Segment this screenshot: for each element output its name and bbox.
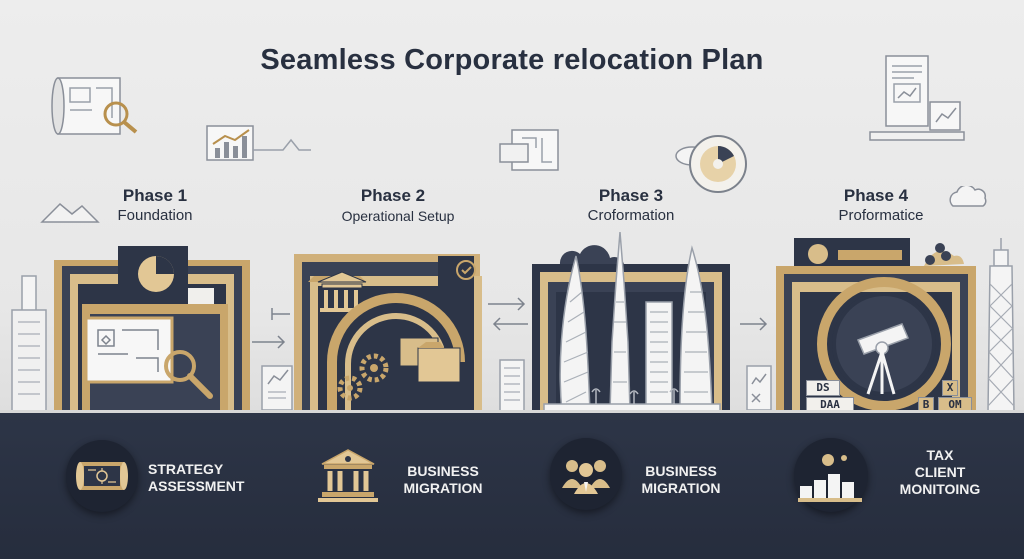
- tiles-left-group: DS DAA: [806, 380, 858, 414]
- blueprint-search-icon: [51, 77, 138, 135]
- step-1-icon-circle: [66, 440, 138, 512]
- step-4-icon-circle: [794, 438, 868, 512]
- line-chart-icon: [206, 125, 311, 161]
- phase-3-title: Phase 3: [598, 186, 664, 205]
- step-2-line2: MIGRATION: [403, 480, 483, 496]
- tile-daa: DAA: [806, 397, 854, 413]
- report-document-icon: [869, 55, 965, 141]
- step-3-label: BUSINESS MIGRATION: [636, 463, 726, 497]
- connector-arrow-1b: [271, 308, 290, 320]
- dashboard-icon: [798, 454, 862, 502]
- tile-x: X: [942, 380, 958, 396]
- blueprint-icon: [76, 462, 128, 490]
- left-tower-icon: [11, 275, 47, 413]
- tile-ds: DS: [806, 380, 840, 396]
- cloud-icon: [949, 186, 987, 207]
- phase-3-subtitle: Croformation: [587, 207, 675, 224]
- building-sketch-icon: [499, 359, 525, 412]
- floorplan-icon: [499, 129, 559, 171]
- phase-4-subtitle: Proformatice: [838, 207, 924, 224]
- step-2-line1: BUSINESS: [407, 463, 479, 479]
- mountain-sketch-icon: [40, 202, 100, 223]
- step-1-line2: ASSESSMENT: [148, 478, 245, 494]
- step-2-icon-circle: [312, 438, 384, 510]
- phase-1-subtitle: Foundation: [117, 207, 193, 224]
- chart-board-icon: [261, 365, 293, 411]
- step-3-line1: BUSINESS: [645, 463, 717, 479]
- connector-arrow-3: [740, 317, 768, 331]
- step-3-line2: MIGRATION: [641, 480, 721, 496]
- team-icon: [562, 460, 610, 494]
- phase-1-title: Phase 1: [122, 186, 188, 205]
- connector-arrow-1: [252, 335, 286, 349]
- phase-1-panel: [54, 246, 250, 416]
- tile-om: OM: [938, 397, 972, 413]
- phase-4-title: Phase 4: [843, 186, 909, 205]
- connector-arrow-2: [488, 297, 528, 331]
- step-1-line1: STRATEGY: [148, 461, 224, 477]
- step-4-line3: MONITOING: [899, 481, 981, 497]
- pie-chart-icon: [675, 135, 747, 193]
- phase-2-subtitle: Operational Setup: [341, 208, 455, 224]
- right-tower-icon: [987, 238, 1015, 413]
- phase-2-panel: [294, 254, 482, 416]
- page-title: Seamless Corporate relocation Plan: [260, 44, 764, 76]
- bank-icon: [318, 449, 378, 502]
- step-3-icon-circle: [550, 438, 622, 510]
- step-4-line2: CLIENT: [914, 464, 966, 480]
- step-2-label: BUSINESS MIGRATION: [398, 463, 488, 497]
- phase-2-title: Phase 2: [360, 186, 426, 205]
- clipboard-icon: [746, 365, 772, 411]
- tiles-right-group: X B OM: [918, 380, 972, 414]
- ground-line: [0, 410, 1024, 414]
- step-4-label: TAX CLIENT MONITOING: [890, 447, 990, 498]
- step-4-line1: TAX: [926, 447, 954, 463]
- step-1-label: STRATEGY ASSESSMENT: [148, 461, 245, 495]
- phase-3-panel: [532, 231, 730, 416]
